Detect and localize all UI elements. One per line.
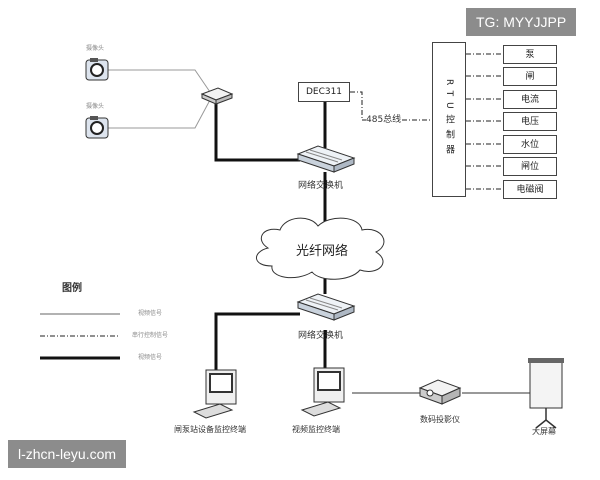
rtu-output-current: 电流 xyxy=(503,90,557,109)
rtu-output-pump: 泵 xyxy=(503,45,557,64)
computer-terminal-icon xyxy=(192,369,237,419)
computer-terminal-icon xyxy=(300,367,345,417)
camera-icon xyxy=(85,58,109,81)
screen-label: 大屏幕 xyxy=(532,427,556,436)
legend-title: 图例 xyxy=(62,283,82,294)
legend-lines xyxy=(40,313,120,360)
dec-decoder-box: DEC311 xyxy=(298,82,350,102)
projector-icon xyxy=(418,379,462,405)
projector-label: 数码投影仪 xyxy=(420,415,460,424)
rtu-controller-box: RTU控制器 xyxy=(432,42,466,197)
rs485-label: 485总线 xyxy=(366,115,402,125)
switch-top-label: 网络交换机 xyxy=(298,181,344,191)
cloud-label: 光纤网络 xyxy=(296,244,349,259)
encoder-icon xyxy=(200,87,234,105)
rtu-output-voltage: 电压 xyxy=(503,112,557,131)
video-line-camera1 xyxy=(108,69,211,93)
rtu-output-water-level: 水位 xyxy=(503,135,557,154)
rtu-output-gate: 闸 xyxy=(503,67,557,86)
video-monitor-label: 视频监控终端 xyxy=(292,425,340,434)
watermark-bottom-left: l-zhcn-leyu.com xyxy=(8,440,127,468)
legend-item-video-thick: 视频信号 xyxy=(138,354,163,361)
camera-label-top: 摄像头 xyxy=(86,45,105,52)
legend-item-video: 视频信号 xyxy=(138,310,163,317)
cloud-shape xyxy=(256,217,385,280)
camera-label-bottom: 摄像头 xyxy=(86,103,105,110)
network-switch-icon xyxy=(296,293,356,321)
watermark-top-right: TG: MYYJJPP xyxy=(466,8,577,36)
video-line-encoder-switch xyxy=(214,104,300,162)
monitor-station-label: 闸泵站设备监控终端 xyxy=(174,425,246,434)
network-switch-icon xyxy=(296,145,356,173)
rtu-output-lines xyxy=(466,53,503,190)
camera-icon xyxy=(85,116,109,139)
rtu-output-solenoid-valve: 电磁阀 xyxy=(503,180,557,199)
projection-screen-icon xyxy=(528,358,564,429)
switch-bottom-label: 网络交换机 xyxy=(298,331,344,341)
legend-item-serial: 串行控制信号 xyxy=(132,332,169,339)
rtu-output-gate-position: 闸位 xyxy=(503,157,557,176)
video-line-switch-monitor xyxy=(214,312,300,378)
video-line-camera2 xyxy=(108,99,211,129)
